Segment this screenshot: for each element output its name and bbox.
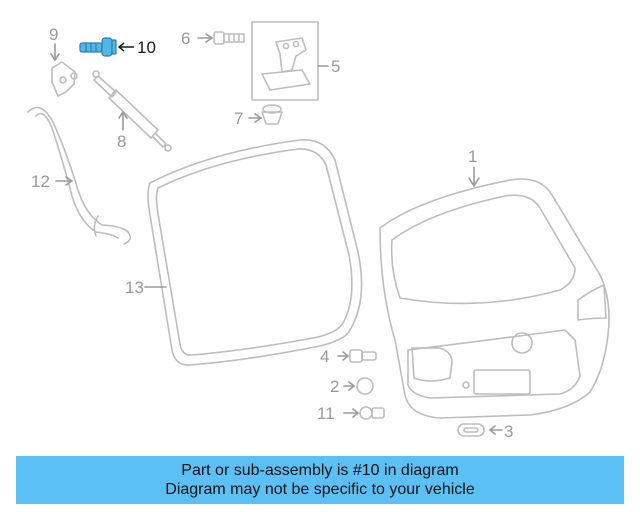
callout-4: 4 xyxy=(320,347,329,366)
info-banner: Part or sub-assembly is #10 in diagram D… xyxy=(16,456,624,504)
callout-1: 1 xyxy=(468,147,477,166)
part-3-grommet xyxy=(457,423,503,437)
callout-10: 10 xyxy=(137,38,156,57)
callout-2: 2 xyxy=(330,377,339,396)
part-6-bolt xyxy=(197,31,245,45)
part-4-bump-stop xyxy=(337,349,377,363)
callout-11: 11 xyxy=(317,404,335,423)
part-2-plug xyxy=(343,377,374,395)
callout-3: 3 xyxy=(504,422,513,441)
banner-line-1: Part or sub-assembly is #10 in diagram xyxy=(181,462,459,479)
part-8-strut xyxy=(92,70,172,152)
callout-12: 12 xyxy=(31,172,50,191)
part-12-seal xyxy=(27,106,132,245)
part-11-bumper xyxy=(343,406,385,420)
banner-line-2: Diagram may not be specific to your vehi… xyxy=(165,481,475,498)
part-1-tailgate xyxy=(379,166,610,419)
parts-diagram: 1 2 3 4 5 6 7 8 9 10 11 12 13 xyxy=(27,21,610,441)
callout-13: 13 xyxy=(125,278,144,297)
part-13-rear-glass xyxy=(144,139,363,366)
callout-6: 6 xyxy=(181,29,190,48)
callout-9: 9 xyxy=(49,25,58,44)
part-5-hinge xyxy=(251,21,329,101)
callout-7: 7 xyxy=(234,109,243,128)
part-9-bracket xyxy=(50,43,78,97)
part-7-nut xyxy=(248,104,283,125)
part-10-bolt-highlighted xyxy=(79,37,117,57)
callout-5: 5 xyxy=(331,57,340,76)
callout-8: 8 xyxy=(117,132,126,151)
